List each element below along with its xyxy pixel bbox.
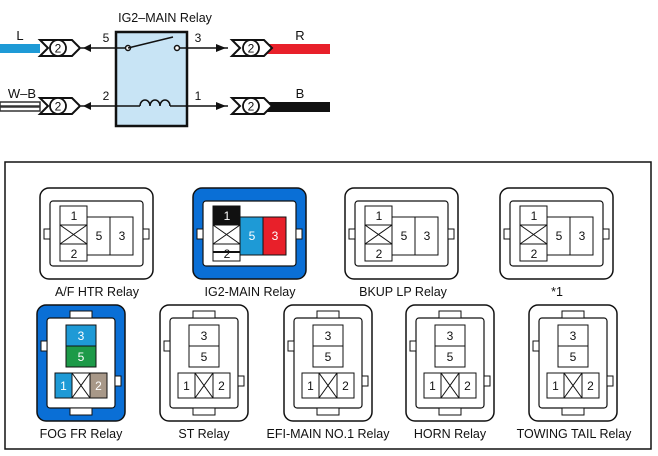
pin-label: 3 — [272, 229, 279, 243]
connector-number: 2 — [55, 42, 62, 56]
wire-color-code: W–B — [8, 86, 36, 101]
pin-label: 2 — [464, 379, 471, 393]
pin-label: 5 — [447, 350, 454, 364]
pin-label: 5 — [325, 350, 332, 364]
connector-left-bottom: 2 — [37, 97, 91, 115]
pin-label: 2 — [587, 379, 594, 393]
pin-label: 5 — [401, 229, 408, 243]
wire-left-wb: W–B — [0, 86, 41, 112]
wire-color-code: B — [296, 86, 305, 101]
pin-label: 1 — [71, 209, 78, 223]
connector-right-bottom: 2 — [216, 97, 274, 115]
relay-st: 3 5 1 2 ST Relay — [159, 304, 249, 441]
relay-label: TOWING TAIL Relay — [517, 427, 633, 441]
connector-right-top: 2 — [216, 39, 274, 57]
pin-label: 3 — [579, 229, 586, 243]
pin-label: 3 — [119, 229, 126, 243]
pin-number: 1 — [195, 89, 202, 103]
pin-label: 2 — [342, 379, 349, 393]
relay-ig2-main: 1 2 5 3 IG2-MAIN Relay — [192, 187, 307, 299]
pin-number: 2 — [103, 89, 110, 103]
pin-label: 5 — [201, 350, 208, 364]
circuit-schematic: IG2–MAIN Relay 5 2 3 1 L W–B — [0, 11, 330, 128]
relay-title: IG2–MAIN Relay — [118, 11, 213, 25]
pin-label: 1 — [60, 379, 67, 393]
pin-label: 2 — [376, 247, 383, 261]
pin-label: 1 — [376, 209, 383, 223]
pin-label: 2 — [531, 247, 538, 261]
pin-label: 1 — [531, 209, 538, 223]
relay-efi-main-no1: 3 5 1 2 EFI-MAIN NO.1 Relay — [267, 304, 391, 441]
pin-label: 1 — [552, 379, 559, 393]
pin-label: 5 — [249, 229, 256, 243]
wire-left-l: L — [0, 28, 40, 53]
wire-color-code: L — [16, 28, 23, 43]
pin-label: 2 — [224, 247, 231, 261]
relay-label: HORN Relay — [414, 427, 487, 441]
relay-label: A/F HTR Relay — [55, 285, 140, 299]
pin-label: 3 — [78, 329, 85, 343]
relay-label: IG2-MAIN Relay — [205, 285, 297, 299]
pin-label: 5 — [96, 229, 103, 243]
pin-label: 5 — [570, 350, 577, 364]
connector-left-top: 2 — [37, 39, 91, 57]
pin-label: 2 — [71, 247, 78, 261]
relay-label: FOG FR Relay — [40, 427, 123, 441]
relay-note-1: 1 2 5 3 *1 — [499, 187, 614, 299]
relay-fog-fr: 3 5 1 2 ST Relay FOG FR Relay — [36, 304, 126, 441]
pin-label: 3 — [447, 329, 454, 343]
connector-number: 2 — [248, 42, 255, 56]
pin-label: 2 — [218, 379, 225, 393]
pin-label: 3 — [201, 329, 208, 343]
relay-bkup-lp: 1 2 5 3 BKUP LP Relay — [344, 187, 459, 299]
pin-label: 2 — [95, 379, 102, 393]
pin-label: 1 — [183, 379, 190, 393]
wire-right-r: R — [266, 28, 330, 54]
relay-label: ST Relay — [178, 427, 230, 441]
connector-number: 2 — [248, 100, 255, 114]
pin-label: 5 — [556, 229, 563, 243]
pin-label: 3 — [325, 329, 332, 343]
wire-color-code: R — [295, 28, 304, 43]
relay-horn: 3 5 1 2 HORN Relay — [405, 304, 495, 441]
pin-label: 3 — [424, 229, 431, 243]
pin-label: 3 — [570, 329, 577, 343]
connector-number: 2 — [55, 100, 62, 114]
wire-right-b: B — [266, 86, 330, 112]
pin-number: 5 — [103, 31, 110, 45]
relay-label: EFI-MAIN NO.1 Relay — [267, 427, 391, 441]
relay-towing-tail: 3 5 1 2 TOWING TAIL Relay — [517, 304, 633, 441]
pin-label: 1 — [224, 209, 231, 223]
pin-label: 1 — [429, 379, 436, 393]
relay-label: *1 — [551, 285, 563, 299]
relay-a-f-htr: 1 2 5 3 A/F HTR Relay — [39, 187, 154, 299]
pin-label: 1 — [307, 379, 314, 393]
pin-number: 3 — [195, 31, 202, 45]
pin-label: 5 — [78, 350, 85, 364]
relay-label: BKUP LP Relay — [359, 285, 448, 299]
